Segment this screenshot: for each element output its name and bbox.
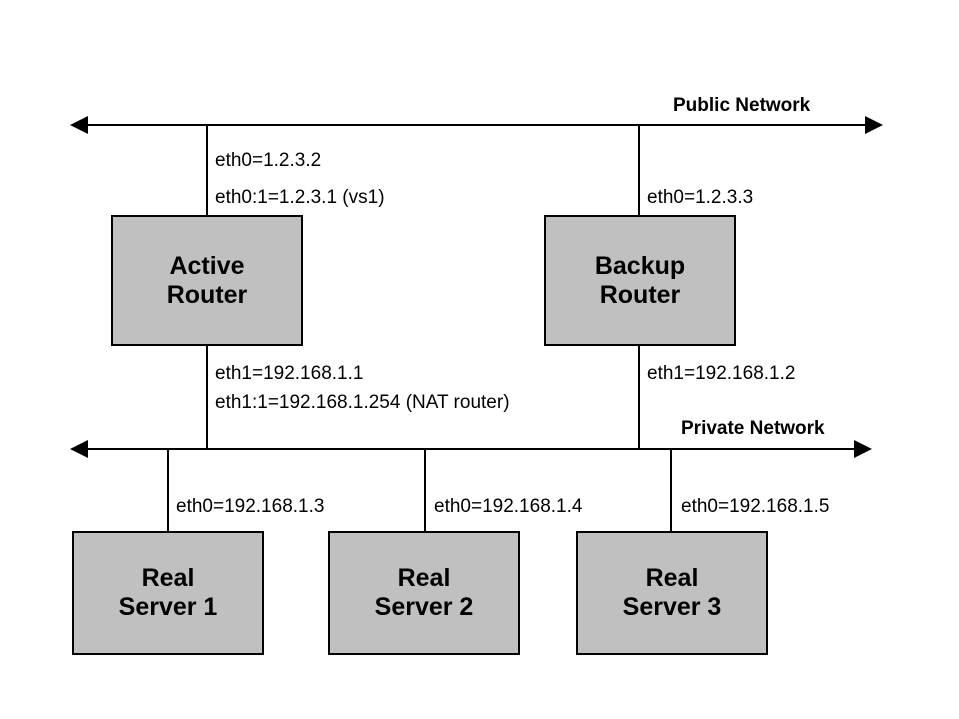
node-backup-router-line2: Router [599, 280, 681, 309]
node-active-router-line2: Router [166, 280, 248, 309]
node-active-router[interactable]: Active Router [111, 215, 303, 346]
active-router-eth0-alias-label: eth0:1=1.2.3.1 (vs1) [215, 187, 385, 208]
node-real-server-2-line2: Server 2 [374, 593, 474, 621]
connector-active-router-public [206, 125, 208, 216]
connector-real-server-1 [167, 449, 169, 532]
node-real-server-1-line2: Server 1 [118, 593, 218, 621]
node-real-server-3-line1: Real [645, 564, 699, 592]
node-real-server-1-line1: Real [141, 564, 195, 592]
node-real-server-2-line1: Real [397, 564, 451, 592]
active-router-eth1-alias-label: eth1:1=192.168.1.254 (NAT router) [215, 392, 510, 413]
connector-backup-router-private [638, 345, 640, 450]
node-real-server-2[interactable]: Real Server 2 [328, 531, 520, 655]
public-network-bus [85, 124, 868, 126]
private-network-label: Private Network [681, 418, 825, 439]
private-network-arrow-left-icon [70, 440, 88, 458]
connector-real-server-2 [424, 449, 426, 532]
active-router-eth1-label: eth1=192.168.1.1 [215, 363, 364, 384]
node-backup-router-line1: Backup [594, 251, 686, 280]
active-router-eth0-label: eth0=1.2.3.2 [215, 150, 322, 171]
public-network-arrow-right-icon [865, 116, 883, 134]
real-server-2-eth0-label: eth0=192.168.1.4 [434, 496, 583, 517]
node-real-server-3-line2: Server 3 [622, 593, 722, 621]
public-network-label: Public Network [673, 95, 811, 116]
backup-router-eth1-label: eth1=192.168.1.2 [647, 363, 796, 384]
connector-real-server-3 [670, 449, 672, 532]
private-network-arrow-right-icon [854, 440, 872, 458]
connector-active-router-private [206, 345, 208, 450]
private-network-bus [85, 448, 857, 450]
node-real-server-3[interactable]: Real Server 3 [576, 531, 768, 655]
node-backup-router[interactable]: Backup Router [544, 215, 736, 346]
public-network-arrow-left-icon [70, 116, 88, 134]
real-server-3-eth0-label: eth0=192.168.1.5 [681, 496, 830, 517]
node-real-server-1[interactable]: Real Server 1 [72, 531, 264, 655]
connector-backup-router-public [638, 125, 640, 216]
node-active-router-line1: Active [169, 251, 245, 280]
real-server-1-eth0-label: eth0=192.168.1.3 [176, 496, 325, 517]
backup-router-eth0-label: eth0=1.2.3.3 [647, 187, 754, 208]
